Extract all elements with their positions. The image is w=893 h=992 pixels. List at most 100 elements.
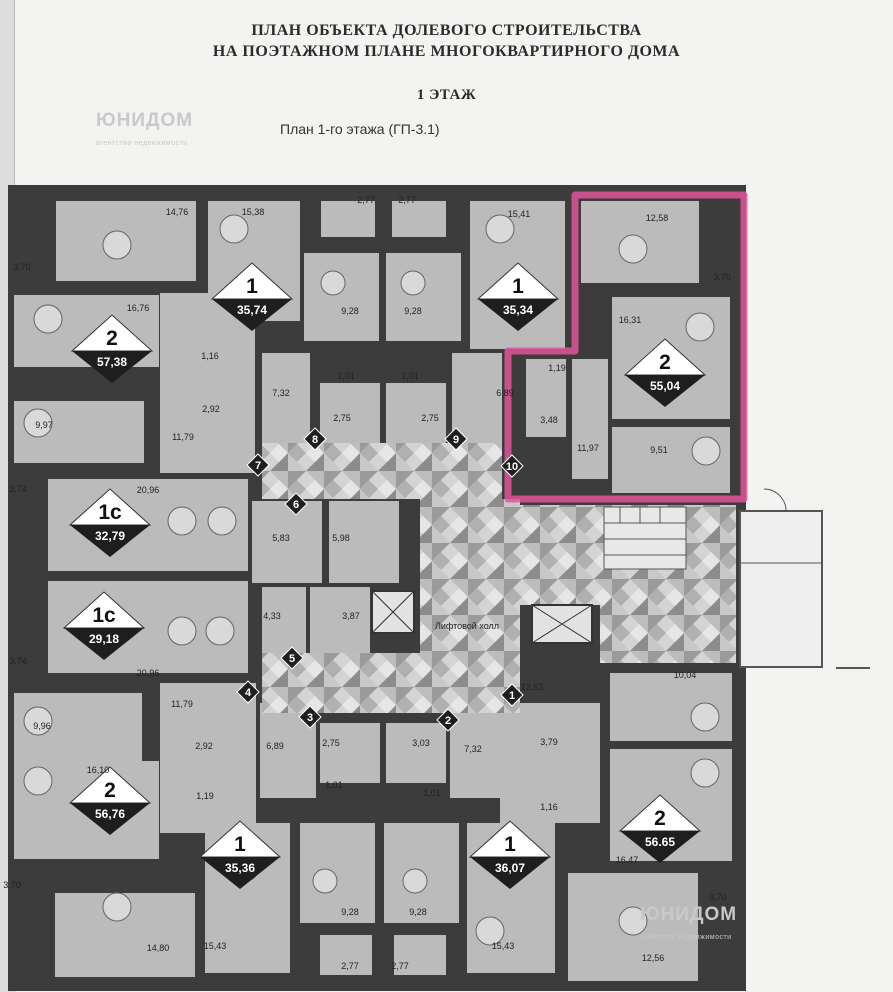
watermark-logo-bottom: ЮНИДОМ агентство недвижимости [640, 904, 737, 944]
room-area-label: 3,87 [342, 611, 360, 621]
room-area-label: 3,70 [709, 892, 727, 902]
entrance-number: 3 [307, 712, 313, 724]
room-area-label: 20,96 [137, 668, 160, 678]
apartment-rooms-label: 1 [234, 833, 246, 856]
apartment-base [70, 525, 150, 557]
apartment-base [470, 857, 550, 889]
apartment-base [70, 803, 150, 835]
room-area-label: 3,70 [13, 262, 31, 272]
room-area-label: 3,70 [713, 272, 731, 282]
lift-hall-label: Лифтовой холл [435, 621, 499, 631]
watermark-brand: ЮНИДОМ [96, 110, 194, 131]
entrance-vestibule [739, 488, 870, 669]
room-area-label: 7,32 [464, 744, 482, 754]
room-area-label: 1,01 [423, 788, 441, 798]
apartment-base [200, 857, 280, 889]
room-area-label: 1,01 [325, 780, 343, 790]
apartment-rooms-label: 2 [106, 327, 118, 350]
room-area-label: 1,16 [540, 802, 558, 812]
room-area-label: 3,79 [540, 737, 558, 747]
apartment-rooms-label: 1с [98, 501, 122, 524]
room-area-label: 6,89 [266, 741, 284, 751]
room-area-label: 2,77 [341, 961, 359, 971]
apartment-rooms-label: 1 [504, 833, 516, 856]
entrance-marker [500, 683, 524, 707]
apartment-rooms-label: 2 [104, 779, 116, 802]
room-area-label: 5,83 [272, 533, 290, 543]
room-area-label: 9,97 [35, 420, 53, 430]
room-area-label: 3,70 [3, 880, 21, 890]
room-area-label: 5,98 [332, 533, 350, 543]
room-area-label: 16,10 [87, 765, 110, 775]
watermark-brand-bottom: ЮНИДОМ [640, 904, 738, 925]
room-area-label: 2,75 [333, 413, 351, 423]
watermark-tagline: агентство недвижимости [96, 140, 188, 147]
room-area-label: 1,19 [196, 791, 214, 801]
apartment-rooms-label: 1 [512, 275, 524, 298]
apartment-rooms-label: 1с [92, 604, 116, 627]
room-area-label: 15,43 [492, 941, 515, 951]
room-area-label: 9,28 [404, 306, 422, 316]
entrance-number: 1 [509, 690, 515, 702]
room-area-label: 2,77 [398, 195, 416, 205]
room-area-label: 16,47 [616, 855, 639, 865]
room-area-label: 2,92 [195, 741, 213, 751]
apartment-area-label: 35,36 [225, 861, 255, 875]
apartment-rooms-label: 1 [246, 275, 258, 298]
watermark-logo: ЮНИДОМ агентство недвижимости [96, 110, 193, 150]
lift-shafts [371, 590, 593, 644]
room-area-label: 2,77 [357, 195, 375, 205]
title-line-2: НА ПОЭТАЖНОМ ПЛАНЕ МНОГОКВАРТИРНОГО ДОМА [212, 43, 681, 60]
room-area-label: 2,77 [391, 961, 409, 971]
room-area-label: 20,96 [137, 485, 160, 495]
room-area-label: 16,31 [619, 315, 642, 325]
room-area-label: 15,38 [242, 207, 265, 217]
staircase [603, 506, 687, 570]
plan-subtitle: План 1-го этажа (ГП-3.1) [280, 121, 440, 137]
room-area-label: 1,16 [201, 351, 219, 361]
room-area-label: 9,28 [341, 306, 359, 316]
room-area-label: 9,51 [650, 445, 668, 455]
room-area-label: 4,33 [263, 611, 281, 621]
floor-label: 1 ЭТАЖ [416, 87, 477, 103]
entrance-marker [284, 492, 308, 516]
entrance-marker [246, 453, 270, 477]
room-area-label: 11,79 [171, 699, 193, 709]
room-area-label: 15,43 [204, 941, 227, 951]
entrance-number: 4 [245, 687, 252, 699]
apartment-area-label: 57,38 [97, 355, 127, 369]
entrance-marker [303, 427, 327, 451]
entrance-number: 5 [289, 653, 295, 665]
room-area-label: 2,75 [421, 413, 439, 423]
apartment-base [625, 375, 705, 407]
entrance-number: 7 [255, 460, 261, 472]
room-area-label: 11,79 [172, 432, 194, 442]
room-area-label: 2,75 [322, 738, 340, 748]
apartment-area-label: 35,74 [237, 303, 267, 317]
apartment-area-label: 36,07 [495, 861, 525, 875]
entrance-marker [444, 427, 468, 451]
furniture-icons [23, 214, 721, 946]
floor-plan: 135,74135,34257,38255,041с32,791с29,1825… [3, 185, 870, 991]
apartment-base [620, 831, 700, 863]
entrance-number: 6 [293, 499, 299, 511]
room-area-label: 3,48 [540, 415, 558, 425]
entrance-marker [280, 646, 304, 670]
room-area-label: 9,28 [341, 907, 359, 917]
room-area-label: 1,19 [548, 363, 566, 373]
watermark-tagline-bottom: агентство недвижимости [640, 934, 732, 941]
room-area-label: 12,63 [521, 682, 544, 692]
room-area-label: 10,04 [674, 670, 697, 680]
apartment-base [64, 628, 144, 660]
room-area-label: 12,58 [646, 213, 669, 223]
room-area-label: 1,01 [337, 371, 355, 381]
apartment-rooms-label: 2 [659, 351, 671, 374]
room-area-label: 16,76 [127, 303, 150, 313]
apartment-rooms-label: 2 [654, 807, 666, 830]
title-line-1: ПЛАН ОБЪЕКТА ДОЛЕВОГО СТРОИТЕЛЬСТВА [251, 22, 642, 39]
apartment-area-label: 29,18 [89, 632, 119, 646]
entrance-number: 9 [453, 434, 459, 446]
room-area-label: 3,03 [412, 738, 430, 748]
